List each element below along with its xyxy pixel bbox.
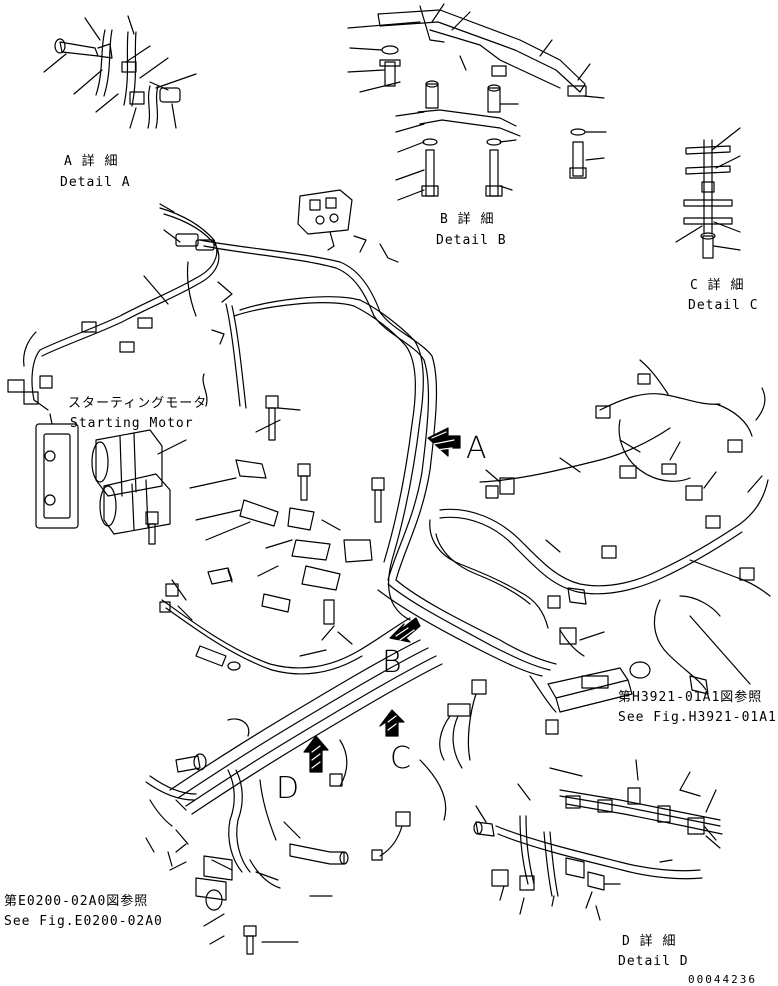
reference-h3921-en: See Fig.H3921-01A1: [618, 710, 777, 725]
reference-e0200-jp: 第E0200-02A0図参照: [4, 894, 149, 909]
view-arrow-b: [390, 618, 420, 642]
view-letter-c: C: [390, 741, 411, 776]
detail-a-label-en: Detail A: [60, 175, 131, 190]
view-letter-a: A: [466, 431, 487, 466]
view-arrow-c: [380, 710, 404, 736]
starting-motor-label-jp: スターティングモータ: [68, 396, 208, 411]
left-harness: [8, 204, 232, 410]
right-harness: [430, 360, 770, 694]
view-arrow-a: [428, 428, 460, 456]
detail-b-label-en: Detail B: [436, 233, 507, 248]
detail-c-label-en: Detail C: [688, 298, 759, 313]
lower-left-hardware: [146, 754, 348, 954]
reference-h3921-jp: 第H3921-01A1図参照: [618, 690, 763, 705]
detail-d-label-en: Detail D: [618, 954, 689, 969]
detail-b-label-jp: B 詳 細: [440, 212, 495, 227]
main-harness-trunk: [170, 240, 556, 814]
detail-c-label-jp: C 詳 細: [690, 278, 745, 293]
starting-motor-label-en: Starting Motor: [70, 416, 194, 431]
detail-d-label-jp: D 詳 細: [622, 934, 677, 949]
detail-d-drawing: [474, 760, 722, 920]
right-bracket: [530, 628, 650, 734]
detail-b-drawing: [348, 4, 606, 200]
view-letter-b: B: [382, 645, 402, 680]
view-arrow-d: [304, 736, 328, 772]
detail-a-label-jp: A 詳 細: [64, 154, 119, 169]
reference-e0200-en: See Fig.E0200-02A0: [4, 914, 163, 929]
lower-left-rod: [160, 584, 410, 674]
view-letter-d: D: [276, 771, 300, 806]
detail-a-drawing: [44, 16, 196, 128]
detail-c-drawing: [676, 128, 740, 258]
reference-leaders: [146, 838, 172, 866]
center-bottom-connectors: [228, 680, 486, 860]
starting-motor: [36, 414, 186, 534]
drawing-number: 00044236: [688, 973, 757, 986]
mounting-hardware: [146, 396, 384, 670]
relay-block: [298, 190, 398, 262]
